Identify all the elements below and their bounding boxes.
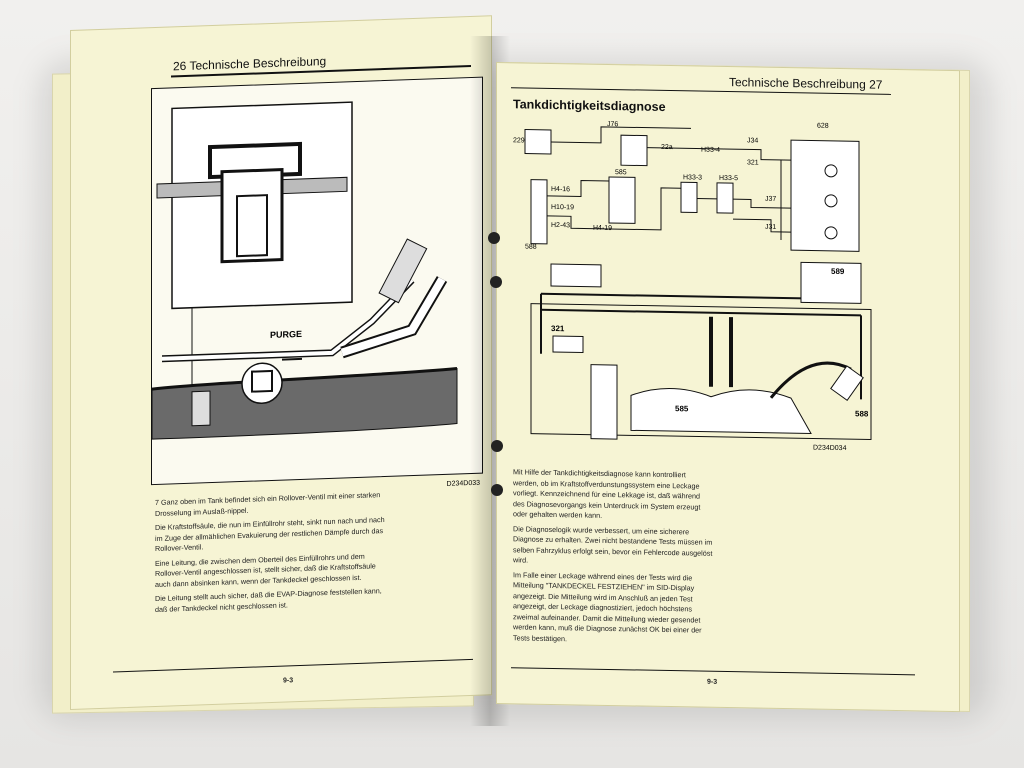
wiring-label: 628 bbox=[817, 122, 829, 130]
evap-system-drawing bbox=[530, 261, 872, 441]
paragraph: 7 Ganz oben im Tank befindet sich ein Ro… bbox=[155, 490, 381, 518]
binder-hole bbox=[491, 484, 503, 496]
binder-hole bbox=[491, 440, 503, 452]
wiring-label: J31 bbox=[765, 223, 777, 231]
right-body-text: Mit Hilfe der Tankdichtigkeitsdiagnose k… bbox=[513, 467, 713, 650]
wiring-label: J37 bbox=[765, 195, 777, 203]
binder-hole bbox=[490, 276, 502, 288]
left-footer-rule bbox=[113, 658, 473, 673]
wiring-diagram: 229 J76 22a H33-4 J34 321 628 H4-16 585 … bbox=[511, 115, 891, 262]
wiring-label: H33-4 bbox=[701, 146, 721, 154]
wiring-label: H4-16 bbox=[551, 185, 571, 194]
diagram-code: D234D034 bbox=[813, 444, 847, 453]
wiring-label: J76 bbox=[607, 120, 619, 129]
wiring-label: 22a bbox=[661, 143, 673, 152]
right-page-header: Technische Beschreibung 27 bbox=[729, 75, 883, 92]
left-page: 26 Technische Beschreibung PURGE D234D03… bbox=[70, 15, 492, 711]
wiring-label: H33-5 bbox=[719, 174, 739, 183]
paragraph: Mit Hilfe der Tankdichtigkeitsdiagnose k… bbox=[513, 467, 701, 520]
wiring-label: 588 bbox=[525, 243, 537, 251]
wiring-label: 321 bbox=[747, 159, 759, 167]
paragraph: Die Diagnoselogik wurde verbessert, um e… bbox=[513, 523, 713, 565]
wiring-label: H4-19 bbox=[593, 224, 613, 233]
binder-hole bbox=[488, 232, 500, 244]
wiring-label: H10-19 bbox=[551, 203, 574, 212]
diagram-label: 321 bbox=[551, 323, 565, 334]
rollover-valve-drawing bbox=[151, 101, 458, 440]
section-title: Tankdichtigkeitsdiagnose bbox=[513, 97, 666, 114]
purge-label: PURGE bbox=[270, 328, 303, 341]
right-footer-rule bbox=[511, 667, 915, 676]
wiring-label: 229 bbox=[513, 137, 525, 145]
left-page-footer: 9-3 bbox=[283, 677, 294, 685]
evap-system-diagram: 589 321 585 588 D234D034 bbox=[511, 253, 891, 460]
rollover-valve-diagram: PURGE D234D033 bbox=[151, 76, 483, 488]
diagram-label: 588 bbox=[855, 409, 869, 419]
wiring-label: H33-3 bbox=[683, 174, 703, 182]
paragraph: Die Kraftstoffsäule, die nun im Einfüllr… bbox=[155, 515, 385, 554]
right-page: Technische Beschreibung 27 Tankdichtigke… bbox=[496, 62, 960, 713]
paragraph: Eine Leitung, die zwischen dem Oberteil … bbox=[155, 551, 376, 589]
paragraph: Die Leitung stellt auch sicher, daß die … bbox=[155, 586, 382, 614]
diagram-label: 585 bbox=[675, 404, 689, 414]
left-body-text: 7 Ganz oben im Tank befindet sich ein Ro… bbox=[155, 490, 393, 619]
wiring-label: 585 bbox=[615, 169, 627, 177]
wiring-drawing bbox=[524, 126, 860, 252]
wiring-label: J34 bbox=[747, 137, 759, 145]
right-page-footer: 9-3 bbox=[707, 678, 718, 686]
diagram-label: 589 bbox=[831, 266, 845, 277]
paragraph: Im Falle einer Leckage während eines der… bbox=[513, 569, 702, 643]
wiring-label: H2-43 bbox=[551, 221, 571, 230]
